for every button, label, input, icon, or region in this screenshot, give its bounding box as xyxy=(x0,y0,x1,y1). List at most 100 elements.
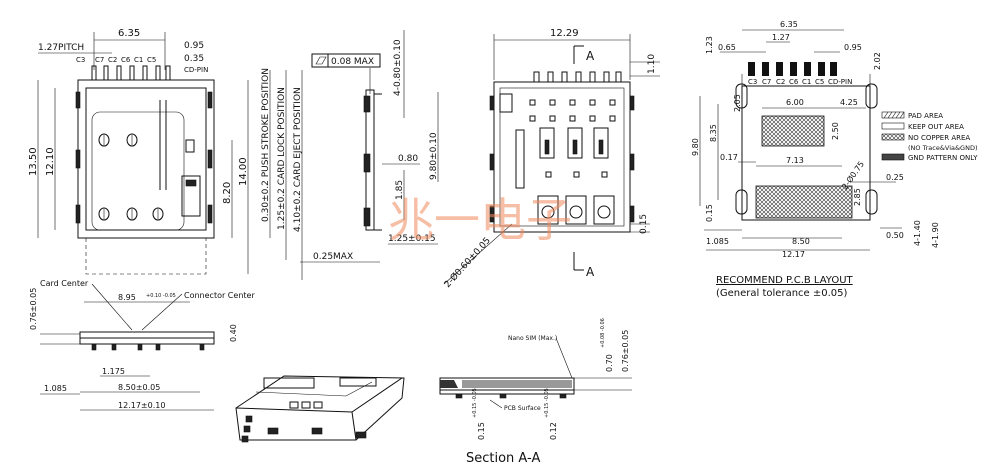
pcb-pads xyxy=(748,62,837,76)
pcb-d1217: 12.17 xyxy=(782,250,805,259)
section-label: Section A-A xyxy=(466,451,540,466)
isometric-view xyxy=(235,375,405,443)
top-d015: 0.15 xyxy=(639,214,649,234)
watermark: 兆一电子 xyxy=(388,193,572,247)
legend-no-copper: NO COPPER AREA xyxy=(908,134,970,142)
pcb-pin-label: C2 xyxy=(776,78,785,86)
pcb-d015: 0.15 xyxy=(705,204,714,222)
pcb-d835: 8.35 xyxy=(709,124,718,142)
pcb-pin-label: C3 xyxy=(748,78,757,86)
pcb-pin-label: C6 xyxy=(789,78,799,86)
pcb-d285: 2.85 xyxy=(853,188,862,206)
bottom-d895-tol: +0.10 -0.05 xyxy=(146,293,176,299)
pcb-d1085: 1.085 xyxy=(706,237,729,246)
front-view: 6.35 1.27PITCH 0.95 0.35 CD-PIN C3 C7 C2… xyxy=(28,28,303,280)
pcb-d190: 4-1.90 xyxy=(931,222,940,248)
pcb-title: RECOMMEND P.C.B LAYOUT xyxy=(716,275,854,286)
bottom-d1217: 12.17±0.10 xyxy=(118,401,165,410)
pcb-legend: PAD AREA KEEP OUT AREA NO COPPER AREA (N… xyxy=(881,111,978,162)
pcb-d713: 7.13 xyxy=(786,156,804,165)
pcb-pin-label: C5 xyxy=(815,78,824,86)
pcb-d425: 4.25 xyxy=(840,98,858,107)
pcb-d025: 0.25 xyxy=(886,173,904,182)
section-d070-tol: +0.08 -0.06 xyxy=(600,318,606,348)
side-d980: 9.80±0.10 xyxy=(429,132,439,180)
section-pcb-surface: PCB Surface xyxy=(504,405,541,412)
top-width: 12.29 xyxy=(550,28,579,39)
section-d012-tol: +0.15 -0.05 xyxy=(544,388,550,418)
front-h1350: 13.50 xyxy=(28,147,39,176)
bottom-d1175: 1.175 xyxy=(102,367,125,376)
top-grid-squares xyxy=(529,99,616,178)
top-pins xyxy=(533,71,622,83)
pcb-layout: 6.35 1.27 1.23 0.65 0.95 2.02 C3 C7 C2 C… xyxy=(691,20,978,299)
front-pin-label: C2 xyxy=(108,56,117,64)
legend-gnd-pattern: GND PATTERN ONLY xyxy=(908,154,978,162)
top-contacts xyxy=(537,127,615,225)
front-width-dim: 6.35 xyxy=(118,28,140,39)
pcb-pin-label: CD-PIN xyxy=(828,78,852,86)
section-d076: 0.76±0.05 xyxy=(621,330,630,372)
pcb-pin-label: C1 xyxy=(802,78,811,86)
pcb-d205: 2.05 xyxy=(733,94,742,112)
pcb-d140: 4-1.40 xyxy=(913,220,922,246)
pcb-d075: 2-Ø0.75 xyxy=(839,159,866,191)
bottom-card-center: Card Center xyxy=(40,279,89,288)
pcb-d980: 9.80 xyxy=(691,138,700,156)
front-d035: 0.35 xyxy=(184,54,204,64)
bottom-d1085: 1.085 xyxy=(44,384,67,393)
front-h1400: 14.00 xyxy=(238,157,249,186)
pcb-pin-label: C7 xyxy=(762,78,771,86)
front-pin-label: C3 xyxy=(76,56,85,64)
side-view: 0.08 MAX 4-0.80±0.10 0.80 1.85 9.80±0.10… xyxy=(300,30,439,263)
pcb-d127: 1.27 xyxy=(772,33,790,42)
side-d080: 0.80 xyxy=(398,154,418,164)
pcb-d850: 8.50 xyxy=(792,237,810,246)
side-d125: 1.25±0.15 xyxy=(388,234,436,244)
section-legs xyxy=(455,393,567,399)
front-card-lock: 1.25±0.2 CARD LOCK POSITION xyxy=(277,87,287,230)
front-d095: 0.95 xyxy=(184,41,204,51)
bottom-d895: 8.95 xyxy=(118,293,136,302)
pcb-d250: 2.50 xyxy=(831,122,840,140)
front-pin-label: C1 xyxy=(134,56,143,64)
iso-legs xyxy=(241,415,367,443)
bottom-legs xyxy=(91,343,205,351)
front-holes xyxy=(98,133,164,221)
pcb-d017: 0.17 xyxy=(720,153,738,162)
pcb-slots xyxy=(735,83,878,215)
side-d480: 4-0.80±0.10 xyxy=(393,39,403,96)
pcb-d065: 0.65 xyxy=(718,43,736,52)
front-h1210: 12.10 xyxy=(45,147,56,176)
bottom-d850: 8.50±0.05 xyxy=(118,383,160,392)
section-d070: 0.70 xyxy=(605,354,614,372)
front-cdpin: CD-PIN xyxy=(184,66,208,74)
section-d012: 0.12 xyxy=(549,422,558,440)
pcb-d050: 0.50 xyxy=(886,231,904,240)
bottom-connector-center: Connector Center xyxy=(184,291,255,300)
legend-keep-out: KEEP OUT AREA xyxy=(908,123,964,131)
front-push-stroke: 0.30±0.2 PUSH STROKE POSITION xyxy=(261,68,271,222)
pcb-d600: 6.00 xyxy=(786,98,804,107)
front-pins xyxy=(91,65,171,81)
front-pin-label: C5 xyxy=(147,56,156,64)
bottom-view: Card Center Connector Center 8.95 +0.10 … xyxy=(29,279,255,411)
front-pin-label: C6 xyxy=(121,56,131,64)
front-card-eject: 4.10±0.2 CARD EJECT POSITION xyxy=(293,87,303,232)
pcb-d123: 1.23 xyxy=(705,36,714,54)
top-section-a-upper: A xyxy=(586,49,595,63)
pcb-d635: 6.35 xyxy=(780,20,798,29)
bottom-d040: 0.40 xyxy=(229,324,238,342)
front-pin-label: C7 xyxy=(95,56,104,64)
front-h820: 8.20 xyxy=(222,182,233,204)
pcb-d202: 2.02 xyxy=(873,52,882,70)
side-d025: 0.25MAX xyxy=(313,252,353,262)
top-d110: 1.10 xyxy=(647,54,657,74)
pcb-subtitle: (General tolerance ±0.05) xyxy=(716,288,848,299)
legend-pad-area: PAD AREA xyxy=(908,112,943,120)
section-view: Nano SIM (Max.) PCB Surface 0.70 +0.08 -… xyxy=(439,318,632,466)
section-d015: 0.15 xyxy=(477,422,486,440)
top-section-a-lower: A xyxy=(586,265,595,279)
section-nano-sim: Nano SIM (Max.) xyxy=(508,335,557,342)
